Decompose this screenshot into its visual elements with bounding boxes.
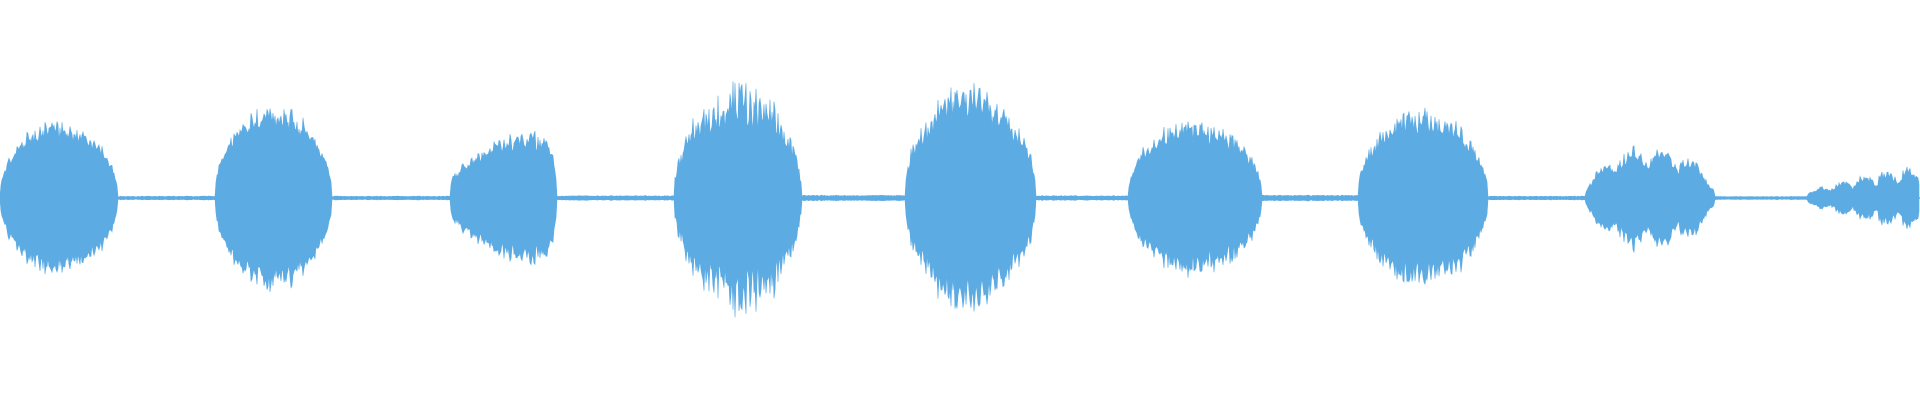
waveform-path (0, 81, 1920, 318)
waveform-segments (0, 81, 1920, 318)
